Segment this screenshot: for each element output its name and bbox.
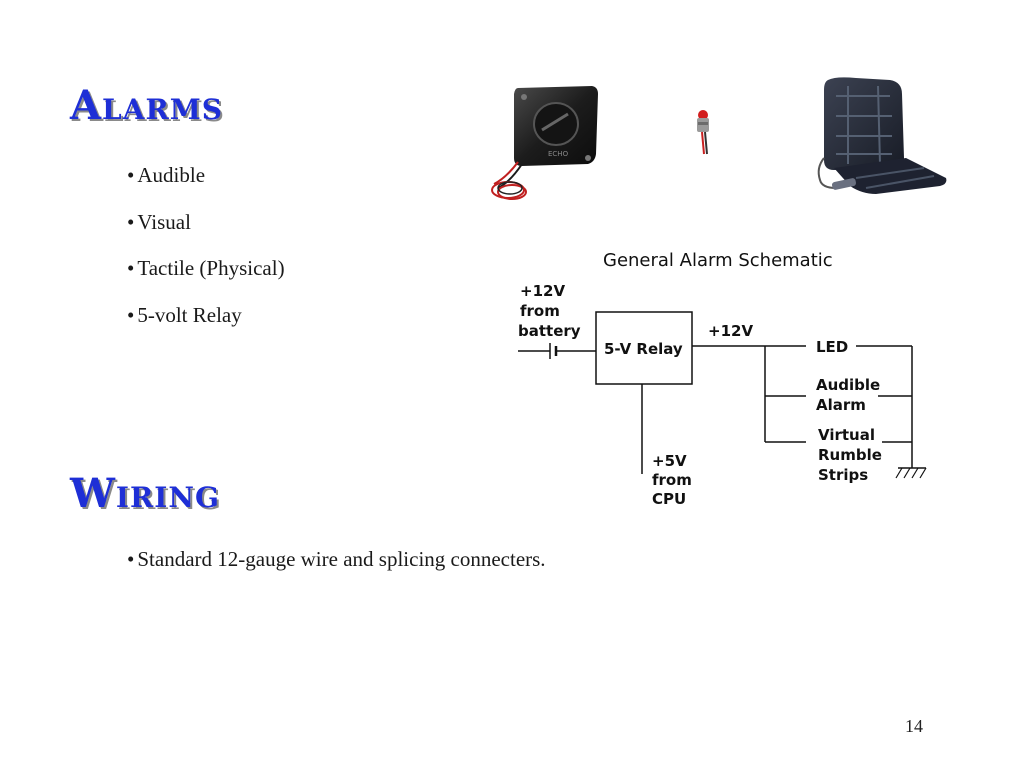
buzzer-photo-icon: ECHO (491, 86, 598, 200)
rumble-load-label: Rumble (818, 446, 882, 464)
schematic-title: General Alarm Schematic (603, 250, 833, 271)
bullet-item: •Standard 12-gauge wire and splicing con… (127, 546, 546, 593)
relay-label: 5-V Relay (604, 340, 683, 358)
battery-label-line: from (520, 302, 560, 320)
bullet-item: •Tactile (Physical) (127, 255, 285, 302)
bullet-text: Visual (137, 209, 191, 234)
battery-label-line: battery (518, 322, 581, 340)
bullet-dot: • (127, 163, 135, 187)
output-voltage-label: +12V (708, 322, 753, 340)
led-photo-icon (697, 110, 709, 155)
bullet-text: Audible (137, 163, 206, 187)
bullet-text: Standard 12-gauge wire and splicing conn… (137, 547, 546, 571)
bullet-dot: • (127, 256, 135, 280)
alarm-schematic-diagram: +12V from battery 5-V Relay +5V from CPU… (518, 282, 927, 508)
ground-icon (903, 467, 911, 479)
bullet-dot: • (127, 209, 135, 234)
cpu-label-line: +5V (652, 452, 687, 470)
audible-load-label: Audible (816, 376, 880, 394)
alarms-bullet-list: •Audible •Visual •Tactile (Physical) •5-… (127, 162, 285, 348)
ground-icon (895, 467, 903, 479)
cpu-label-line: from (652, 471, 692, 489)
alarms-heading: Alarms (70, 82, 223, 129)
rumble-load-label: Virtual (818, 426, 875, 444)
bullet-item: •5-volt Relay (127, 302, 285, 349)
bullet-dot: • (127, 302, 135, 327)
page-number: 14 (905, 716, 923, 736)
relay-box (595, 311, 693, 385)
bullet-text: 5-volt Relay (137, 302, 242, 327)
bullet-dot: • (127, 547, 135, 571)
battery-label-line: +12V (520, 282, 565, 300)
vibrating-seat-cushion-photo-icon (817, 77, 947, 194)
wiring-bullet-list: •Standard 12-gauge wire and splicing con… (127, 546, 546, 593)
led-load-label: LED (816, 338, 848, 356)
bullet-item: •Visual (127, 209, 285, 256)
cpu-label-line: CPU (652, 490, 686, 508)
audible-load-label: Alarm (816, 396, 866, 414)
wiring-heading: Wiring (70, 470, 220, 517)
buzzer-brand-text: ECHO (548, 150, 569, 158)
rumble-load-label: Strips (818, 466, 868, 484)
bullet-text: Tactile (Physical) (137, 256, 285, 280)
ground-icon (911, 467, 919, 479)
bullet-item: •Audible (127, 162, 285, 209)
ground-icon (919, 467, 927, 479)
